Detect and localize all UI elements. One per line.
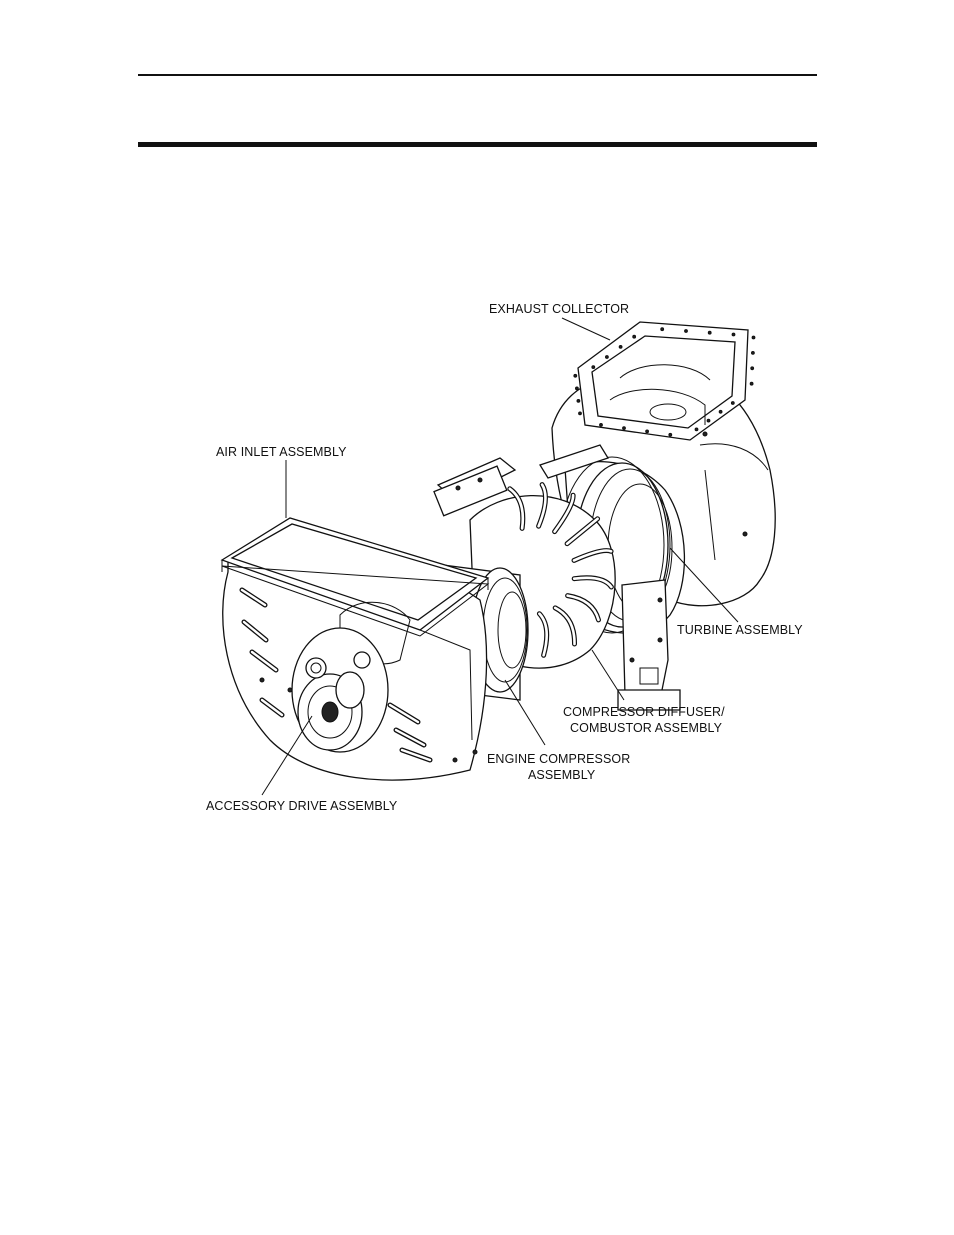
label-engine-compressor-line2: ASSEMBLY bbox=[528, 768, 596, 782]
flange-bolt-hole bbox=[731, 402, 734, 405]
flange-bolt-hole bbox=[750, 382, 753, 385]
label-exhaust-collector: EXHAUST COLLECTOR bbox=[489, 302, 629, 316]
flange-bolt-hole bbox=[579, 412, 582, 415]
flange-bolt-hole bbox=[623, 427, 626, 430]
label-air-inlet-assembly: AIR INLET ASSEMBLY bbox=[216, 445, 347, 459]
flange-bolt-hole bbox=[685, 330, 688, 333]
flange-bolt-hole bbox=[752, 336, 755, 339]
flange-bolt-hole bbox=[719, 410, 722, 413]
label-accessory-drive-assembly: ACCESSORY DRIVE ASSEMBLY bbox=[206, 799, 398, 813]
flange-bolt-hole bbox=[600, 424, 603, 427]
flange-bolt-hole bbox=[669, 433, 672, 436]
flange-bolt-hole bbox=[606, 356, 609, 359]
label-turbine-assembly: TURBINE ASSEMBLY bbox=[677, 623, 803, 637]
flange-bolt-hole bbox=[646, 430, 649, 433]
flange-bolt-hole bbox=[752, 352, 755, 355]
flange-bolt-hole bbox=[619, 346, 622, 349]
flange-bolt-hole bbox=[633, 335, 636, 338]
flange-bolt-hole bbox=[751, 367, 754, 370]
flange-bolt-hole bbox=[661, 328, 664, 331]
accessory-drive-drawing bbox=[292, 628, 388, 752]
flange-bolt-hole bbox=[695, 428, 698, 431]
flange-bolt-hole bbox=[577, 400, 580, 403]
label-compressor-diffuser-line1: COMPRESSOR DIFFUSER/ bbox=[563, 705, 725, 719]
flange-bolt-hole bbox=[592, 366, 595, 369]
flange-bolt-hole bbox=[574, 374, 577, 377]
label-engine-compressor-line1: ENGINE COMPRESSOR bbox=[487, 752, 630, 766]
flange-bolt-hole bbox=[707, 419, 710, 422]
flange-bolt-hole bbox=[708, 331, 711, 334]
flange-bolt-hole bbox=[732, 333, 735, 336]
label-compressor-diffuser-line2: COMBUSTOR ASSEMBLY bbox=[570, 721, 723, 735]
flange-bolt-hole bbox=[576, 387, 579, 390]
